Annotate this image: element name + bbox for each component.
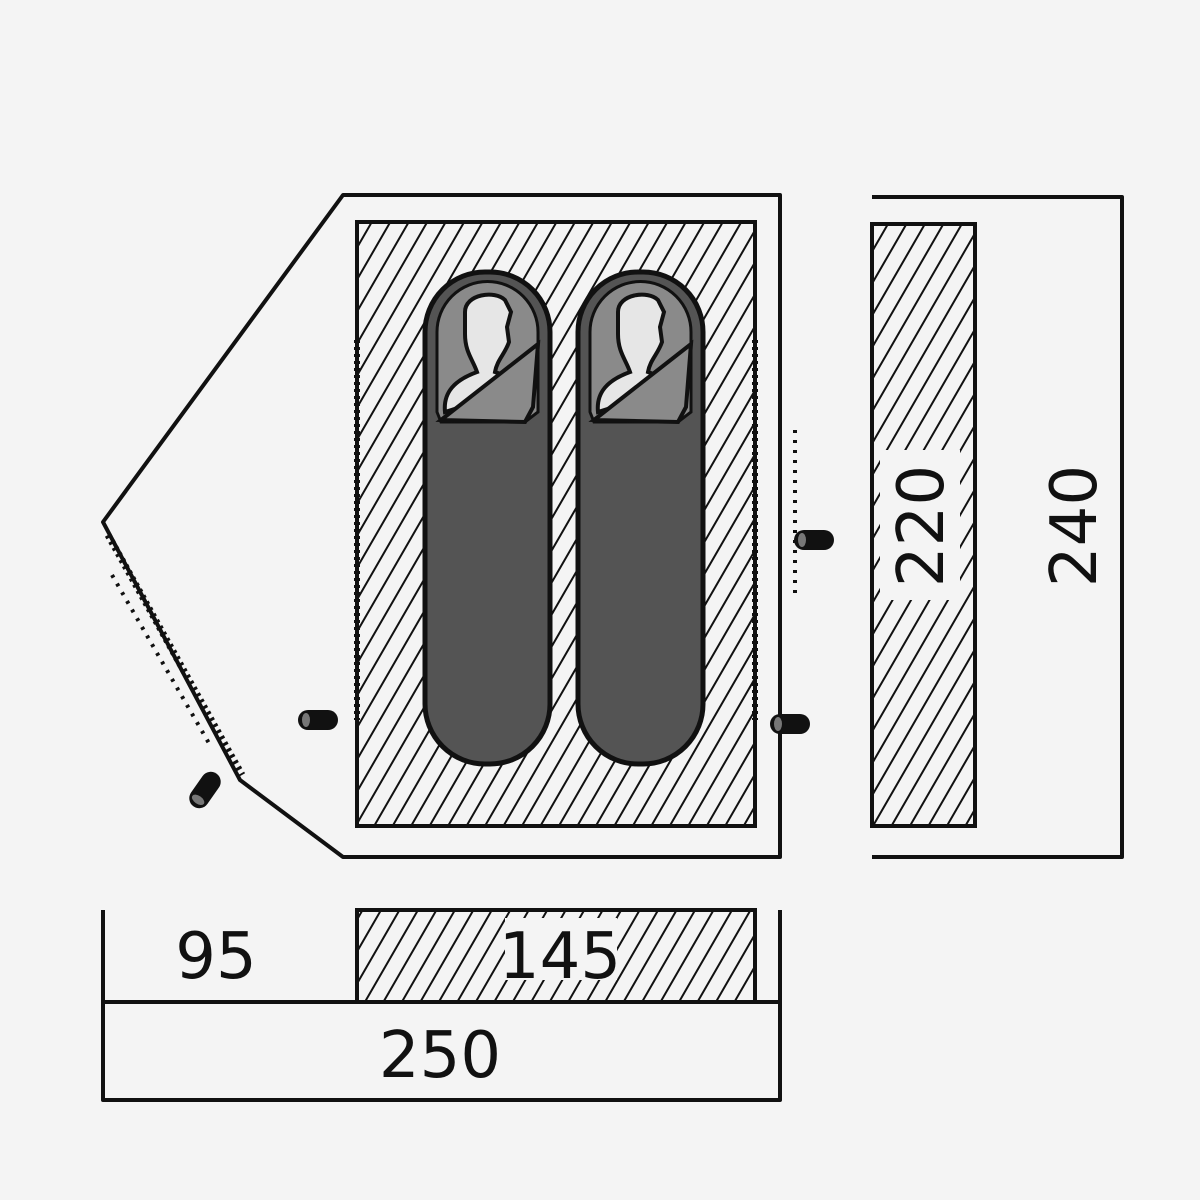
tent-outline: [101, 193, 782, 859]
inner-tent-length-label: 145: [499, 920, 621, 994]
sleeping-bag-left: [425, 272, 550, 764]
total-length-bracket: [101, 910, 782, 1102]
total-width-bracket: [872, 195, 1124, 859]
inner-tent-width-label: 220: [885, 465, 959, 587]
vestibule-depth-label: 95: [175, 920, 256, 994]
total-length-label: 250: [379, 1019, 501, 1093]
door-zippers: [104, 340, 797, 777]
sleeping-bag-right: [578, 272, 703, 764]
total-width-label: 240: [1038, 465, 1112, 587]
